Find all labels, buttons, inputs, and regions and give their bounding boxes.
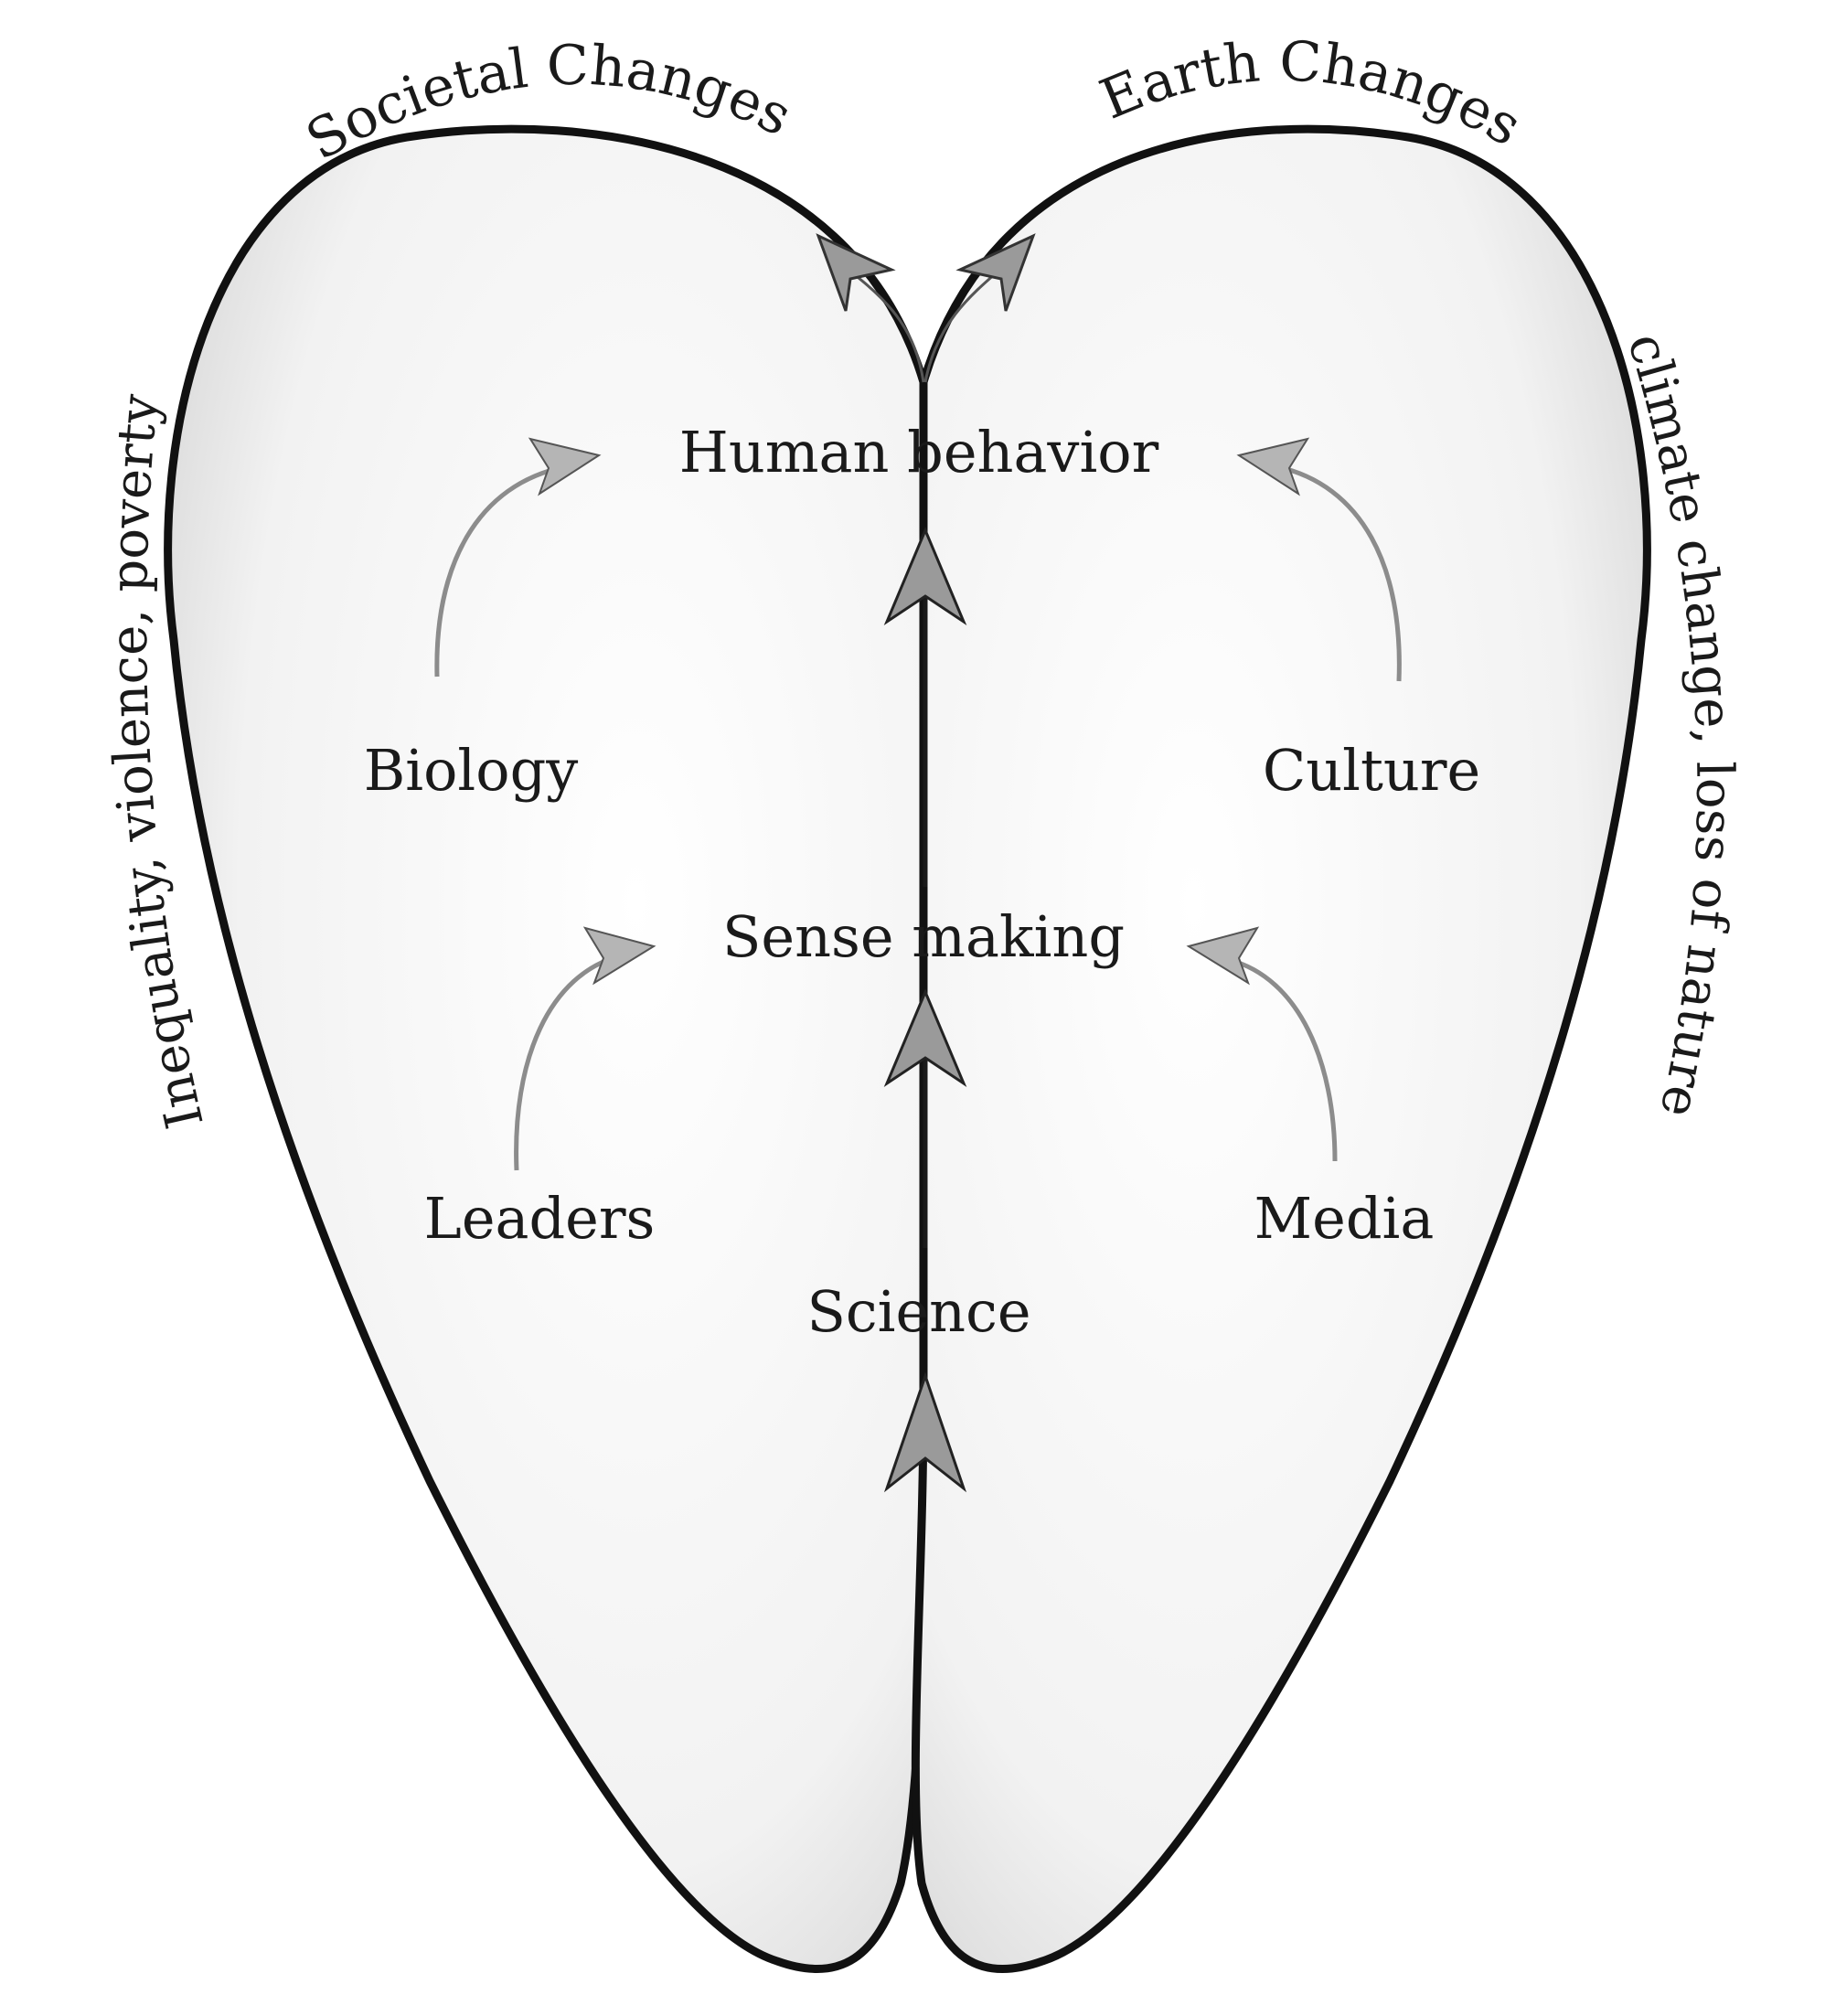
arrow-sense-making-to-human-behavior	[883, 527, 967, 887]
arrow-media-to-sense-making	[1186, 926, 1338, 1162]
leaders-label: Leaders	[424, 1185, 656, 1252]
arrow-to-societal-changes	[816, 233, 925, 383]
arrow-leaders-to-sense-making	[514, 926, 656, 1171]
media-label: Media	[1254, 1185, 1435, 1252]
arrow-culture-to-human-behavior	[1236, 437, 1402, 682]
sense-making-label: Sense making	[722, 903, 1125, 970]
biology-label: Biology	[364, 737, 579, 804]
human-behavior-label: Human behavior	[679, 419, 1159, 485]
arrow-science-to-sense-making	[883, 988, 967, 1248]
heart-left-lobe	[164, 124, 928, 1973]
arrow-biology-to-human-behavior	[434, 437, 602, 677]
culture-label: Culture	[1263, 737, 1480, 804]
heart-right-lobe	[911, 124, 1651, 1973]
arrow-into-science	[883, 1371, 967, 1493]
science-label: Science	[806, 1278, 1030, 1345]
arrow-to-earth-changes	[923, 233, 1036, 383]
